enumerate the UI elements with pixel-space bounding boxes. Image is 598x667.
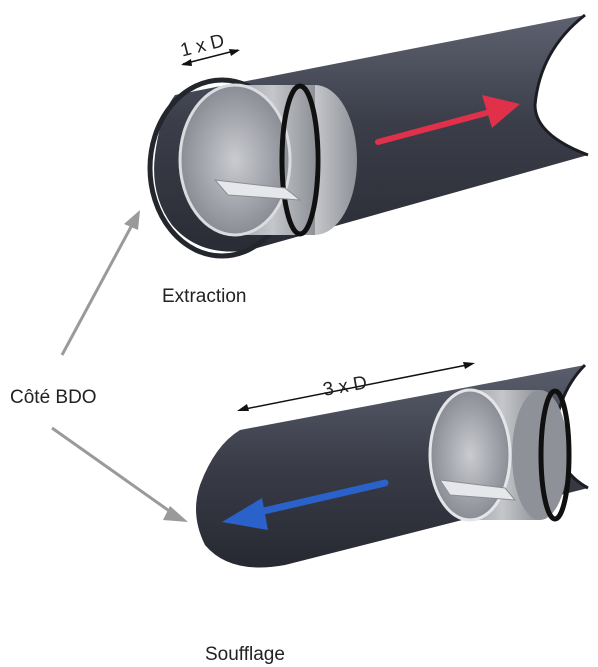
bottom-dimension-line xyxy=(239,363,473,411)
side-label: Côté BDO xyxy=(10,387,97,408)
extraction-damper-gasket xyxy=(279,83,321,237)
bdo-pointer-arrows xyxy=(51,210,188,522)
soufflage-damper-face xyxy=(428,388,512,522)
soufflage-damper-gasket xyxy=(538,388,572,522)
extraction-damper-blade xyxy=(213,179,302,201)
extraction-damper-face xyxy=(178,83,292,237)
extraction-caption: Extraction xyxy=(162,286,246,307)
top-dimension-line xyxy=(182,49,239,65)
bottom-dimension: 3 x D xyxy=(237,362,475,411)
extraction-duct xyxy=(147,13,589,259)
extraction-flow-arrow xyxy=(375,95,520,145)
extraction-duct-far-opening xyxy=(533,13,589,157)
soufflage-damper-blade xyxy=(438,479,517,501)
bottom-dimension-label: 3 x D xyxy=(321,372,368,400)
soufflage-caption: Soufflage xyxy=(205,644,285,665)
top-dimension-label: 1 x D xyxy=(178,30,226,61)
soufflage-duct xyxy=(196,363,589,568)
soufflage-flow-arrow xyxy=(222,479,389,530)
bdo-arrow-down xyxy=(51,426,176,517)
bdo-arrow-up xyxy=(60,224,134,356)
top-dimension: 1 x D xyxy=(178,30,240,66)
